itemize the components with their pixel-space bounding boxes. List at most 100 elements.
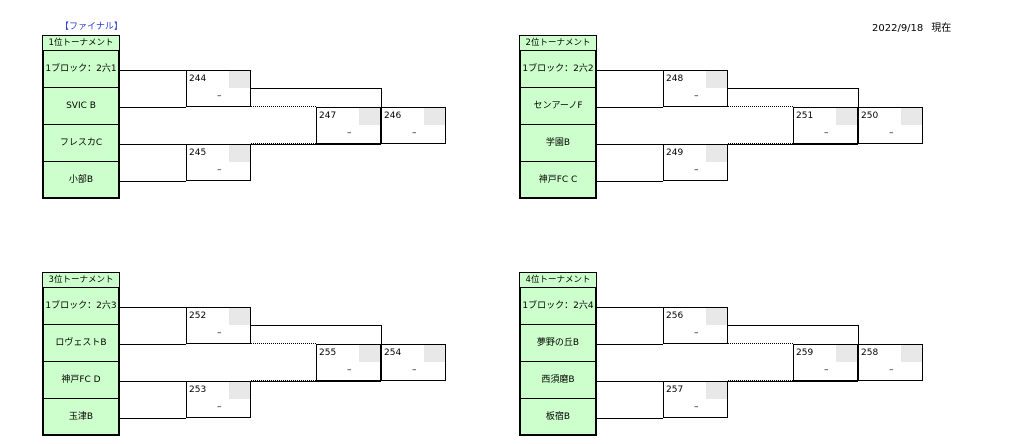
dotted-connector	[251, 380, 316, 381]
score-cell	[836, 108, 857, 125]
final-label: 【ファイナル】	[60, 22, 123, 32]
score-dash: –	[694, 402, 699, 412]
score-cell	[901, 345, 922, 362]
team-slot-3: 神戸FC D	[42, 362, 120, 399]
score-dash: –	[824, 365, 829, 375]
match-box-final: 251 –	[793, 107, 858, 144]
match-box-third: 258 –	[858, 344, 923, 381]
score-cell	[424, 108, 445, 125]
team-slot-2: 夢野の丘B	[519, 325, 597, 362]
match-number: 257	[666, 385, 684, 395]
score-dash: –	[217, 165, 222, 175]
team-slot-1: 1ブロック：2六3	[42, 288, 120, 325]
match-box-final: 247 –	[316, 107, 381, 144]
connector	[597, 70, 663, 71]
dotted-connector	[251, 343, 316, 344]
match-number: 249	[666, 148, 684, 158]
dotted-connector	[251, 106, 316, 107]
score-cell	[359, 345, 380, 362]
match-box-semi2: 245 –	[186, 144, 251, 181]
connector	[120, 144, 186, 145]
match-box-semi2: 253 –	[186, 381, 251, 418]
match-number: 247	[319, 111, 337, 121]
match-box-third: 246 –	[381, 107, 446, 144]
connector	[120, 107, 186, 108]
score-cell	[229, 382, 250, 399]
score-cell	[706, 71, 727, 88]
bracket-title: 1位トーナメント	[42, 35, 120, 51]
date-status: 2022/9/18 現在	[872, 19, 951, 34]
match-box-semi1: 244 –	[186, 70, 251, 107]
match-number: 252	[189, 311, 207, 321]
connector	[120, 181, 186, 182]
score-cell	[706, 382, 727, 399]
bracket-2: 2位トーナメント 1ブロック：2六2 センアーノF 学園B 神戸FC C 248…	[519, 35, 939, 205]
match-number: 254	[384, 348, 402, 358]
connector	[728, 144, 858, 145]
score-dash: –	[889, 365, 894, 375]
match-box-final: 259 –	[793, 344, 858, 381]
connector	[858, 325, 859, 344]
date-text: 2022/9/18	[872, 23, 924, 34]
connector	[858, 88, 859, 107]
score-dash: –	[217, 91, 222, 101]
connector	[120, 307, 186, 308]
match-number: 255	[319, 348, 337, 358]
bracket-1: 1位トーナメント 1ブロック：2六1 SVIC B フレスカC 小部B 244 …	[42, 35, 462, 205]
team-slot-2: ロヴェストB	[42, 325, 120, 362]
score-dash: –	[824, 128, 829, 138]
match-number: 256	[666, 311, 684, 321]
score-dash: –	[694, 91, 699, 101]
connector	[597, 418, 663, 419]
team-slot-1: 1ブロック：2六1	[42, 51, 120, 88]
connector	[597, 181, 663, 182]
connector	[120, 344, 186, 345]
team-slot-4: 小部B	[42, 162, 120, 199]
match-number: 244	[189, 74, 207, 84]
match-number: 246	[384, 111, 402, 121]
score-cell	[706, 308, 727, 325]
team-slot-4: 板宿B	[519, 399, 597, 436]
connector	[597, 144, 663, 145]
match-box-semi1: 248 –	[663, 70, 728, 107]
connector	[728, 88, 858, 89]
match-box-final: 255 –	[316, 344, 381, 381]
team-slot-3: 学園B	[519, 125, 597, 162]
connector	[597, 381, 663, 382]
score-cell	[229, 71, 250, 88]
team-slot-4: 玉津B	[42, 399, 120, 436]
score-cell	[901, 108, 922, 125]
score-cell	[229, 145, 250, 162]
connector	[120, 418, 186, 419]
score-cell	[706, 145, 727, 162]
match-number: 258	[861, 348, 879, 358]
connector	[597, 307, 663, 308]
team-slot-4: 神戸FC C	[519, 162, 597, 199]
team-slot-3: フレスカC	[42, 125, 120, 162]
connector	[251, 381, 381, 382]
dotted-connector	[728, 143, 793, 144]
score-dash: –	[412, 365, 417, 375]
score-dash: –	[889, 128, 894, 138]
score-dash: –	[694, 328, 699, 338]
connector	[120, 70, 186, 71]
match-box-semi1: 256 –	[663, 307, 728, 344]
match-number: 245	[189, 148, 207, 158]
dotted-connector	[728, 106, 793, 107]
connector	[251, 144, 381, 145]
connector	[597, 344, 663, 345]
match-number: 259	[796, 348, 814, 358]
team-slot-1: 1ブロック：2六2	[519, 51, 597, 88]
score-cell	[229, 308, 250, 325]
status-text: 現在	[931, 23, 952, 34]
score-dash: –	[412, 128, 417, 138]
score-dash: –	[694, 165, 699, 175]
match-number: 250	[861, 111, 879, 121]
match-box-third: 254 –	[381, 344, 446, 381]
dotted-connector	[728, 380, 793, 381]
match-box-semi1: 252 –	[186, 307, 251, 344]
bracket-title: 2位トーナメント	[519, 35, 597, 51]
match-box-semi2: 257 –	[663, 381, 728, 418]
dotted-connector	[728, 343, 793, 344]
connector	[597, 107, 663, 108]
